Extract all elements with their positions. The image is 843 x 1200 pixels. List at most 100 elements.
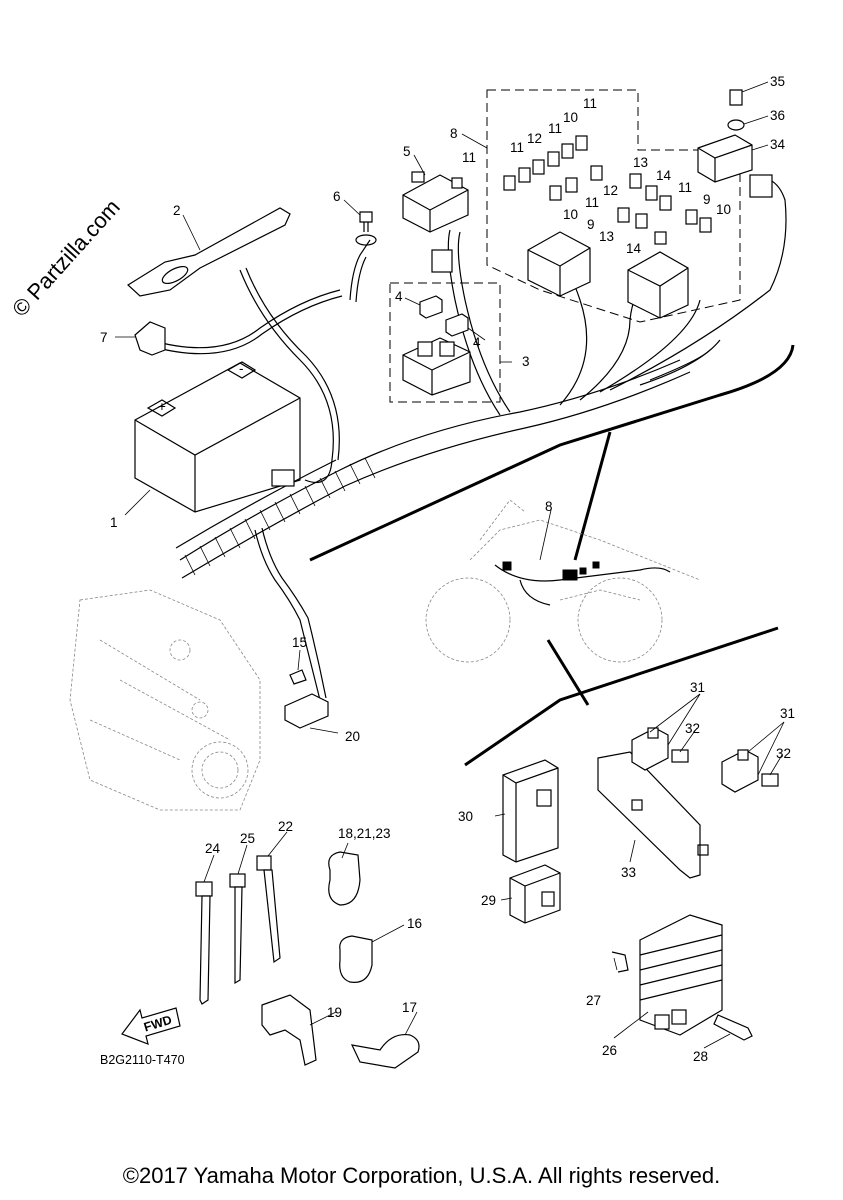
starter-relay-group-outline — [389, 282, 501, 403]
callout-28: 28 — [693, 1049, 708, 1064]
cap-32b — [761, 773, 779, 787]
harness-connector-2 — [431, 249, 453, 273]
callout-8: 8 — [450, 126, 458, 141]
callout-24: 24 — [205, 841, 221, 856]
callout-13b: 13 — [599, 229, 614, 244]
bolt-15 — [289, 669, 307, 685]
callout-14a: 14 — [656, 168, 672, 183]
callout-7: 7 — [100, 330, 108, 345]
callout-26: 26 — [602, 1043, 617, 1058]
ground-lead — [349, 239, 371, 301]
copyright-notice: ©2017 Yamaha Motor Corporation, U.S.A. A… — [122, 1163, 721, 1188]
callout-12a: 12 — [527, 131, 542, 146]
callout-9b: 9 — [587, 217, 595, 232]
callout-19: 19 — [327, 1005, 342, 1020]
callout-8-bike: 8 — [545, 499, 553, 514]
callout-11d: 11 — [583, 96, 597, 111]
callout-4b: 4 — [473, 335, 481, 350]
callout-10b: 10 — [716, 202, 731, 217]
detail-pointer-upper — [573, 431, 612, 561]
bolt — [355, 211, 377, 246]
bracket-33 — [597, 751, 701, 879]
diagram-code: B2G2110-T470 — [100, 1053, 185, 1067]
callout-36: 36 — [770, 108, 785, 123]
leader-lines — [115, 81, 785, 1049]
fuse-box-group-outline — [486, 89, 741, 323]
callout-14b: 14 — [626, 241, 642, 256]
watermark: © Partzilla.com — [7, 194, 125, 321]
starter-relay — [402, 171, 469, 233]
callout-29: 29 — [481, 893, 496, 908]
callout-11e: 11 — [678, 180, 692, 195]
callout-5: 5 — [403, 144, 411, 159]
callout-34: 34 — [770, 137, 786, 152]
callout-10c: 10 — [563, 207, 578, 222]
svg-text:+: + — [158, 399, 166, 414]
callout-13a: 13 — [633, 155, 648, 170]
harness-connector — [271, 469, 295, 487]
fuse-box-right — [627, 251, 689, 319]
detail-pointer-lower — [546, 639, 590, 706]
fuse-4-upper — [419, 295, 443, 319]
fuse-box-left — [527, 231, 591, 297]
callout-33: 33 — [621, 865, 636, 880]
callout-11c: 11 — [548, 121, 562, 136]
terminal-cover — [134, 321, 166, 356]
callout-31b: 31 — [780, 706, 795, 721]
washer-36 — [727, 119, 745, 131]
fuse-4-lower — [445, 313, 469, 337]
detail-bracket-upper — [309, 344, 795, 562]
callout-10a: 10 — [563, 110, 578, 125]
clamp-18-21-23 — [328, 851, 361, 906]
relay-29 — [509, 864, 561, 924]
callout-1: 1 — [110, 515, 118, 530]
cable-tie-24 — [195, 881, 213, 1005]
cap-32a — [671, 749, 689, 763]
callouts: 1 2 3 4 4 5 6 7 8 8 11 11 12 11 10 11 13… — [100, 74, 795, 1064]
clip-27 — [611, 951, 629, 973]
battery-positive-cable — [149, 289, 341, 349]
battery: + - — [134, 361, 301, 513]
callout-4a: 4 — [395, 289, 403, 304]
coupler-31a — [631, 727, 669, 771]
callout-12b: 12 — [603, 183, 618, 198]
callout-6: 6 — [333, 189, 341, 204]
lean-angle-sensor — [697, 134, 773, 198]
battery-band — [127, 207, 291, 297]
callout-3: 3 — [522, 354, 530, 369]
forward-arrow: FWD — [121, 1007, 181, 1045]
coupler-31b — [721, 749, 759, 793]
motorcycle-outline — [425, 499, 701, 663]
callout-31a: 31 — [690, 680, 705, 695]
callout-32b: 32 — [776, 746, 791, 761]
mini-fuses — [503, 135, 712, 245]
engine-outline — [69, 589, 261, 811]
relay-assembly — [402, 337, 471, 396]
callout-22: 22 — [278, 819, 293, 834]
callout-17: 17 — [402, 1000, 417, 1015]
callout-35: 35 — [770, 74, 785, 89]
screw-35 — [729, 89, 743, 106]
callout-9a: 9 — [703, 192, 711, 207]
cable-tie-25 — [229, 873, 246, 985]
relay-30 — [502, 759, 559, 863]
callout-32a: 32 — [685, 721, 700, 736]
callout-18-21-23: 18,21,23 — [338, 826, 391, 841]
bolt-28 — [713, 1014, 753, 1041]
callout-27: 27 — [586, 993, 601, 1008]
callout-11a: 11 — [462, 150, 476, 165]
callout-11f: 11 — [585, 195, 599, 210]
detail-bracket-lower — [464, 626, 779, 767]
callout-15: 15 — [292, 635, 307, 650]
sensor-20 — [284, 693, 329, 729]
callout-11b: 11 — [510, 140, 524, 155]
callout-30: 30 — [458, 809, 473, 824]
callout-25: 25 — [240, 831, 255, 846]
callout-20: 20 — [345, 729, 360, 744]
cable-tie-22 — [256, 855, 281, 964]
callout-2: 2 — [173, 203, 181, 218]
svg-text:-: - — [239, 361, 244, 376]
callout-16: 16 — [407, 916, 422, 931]
